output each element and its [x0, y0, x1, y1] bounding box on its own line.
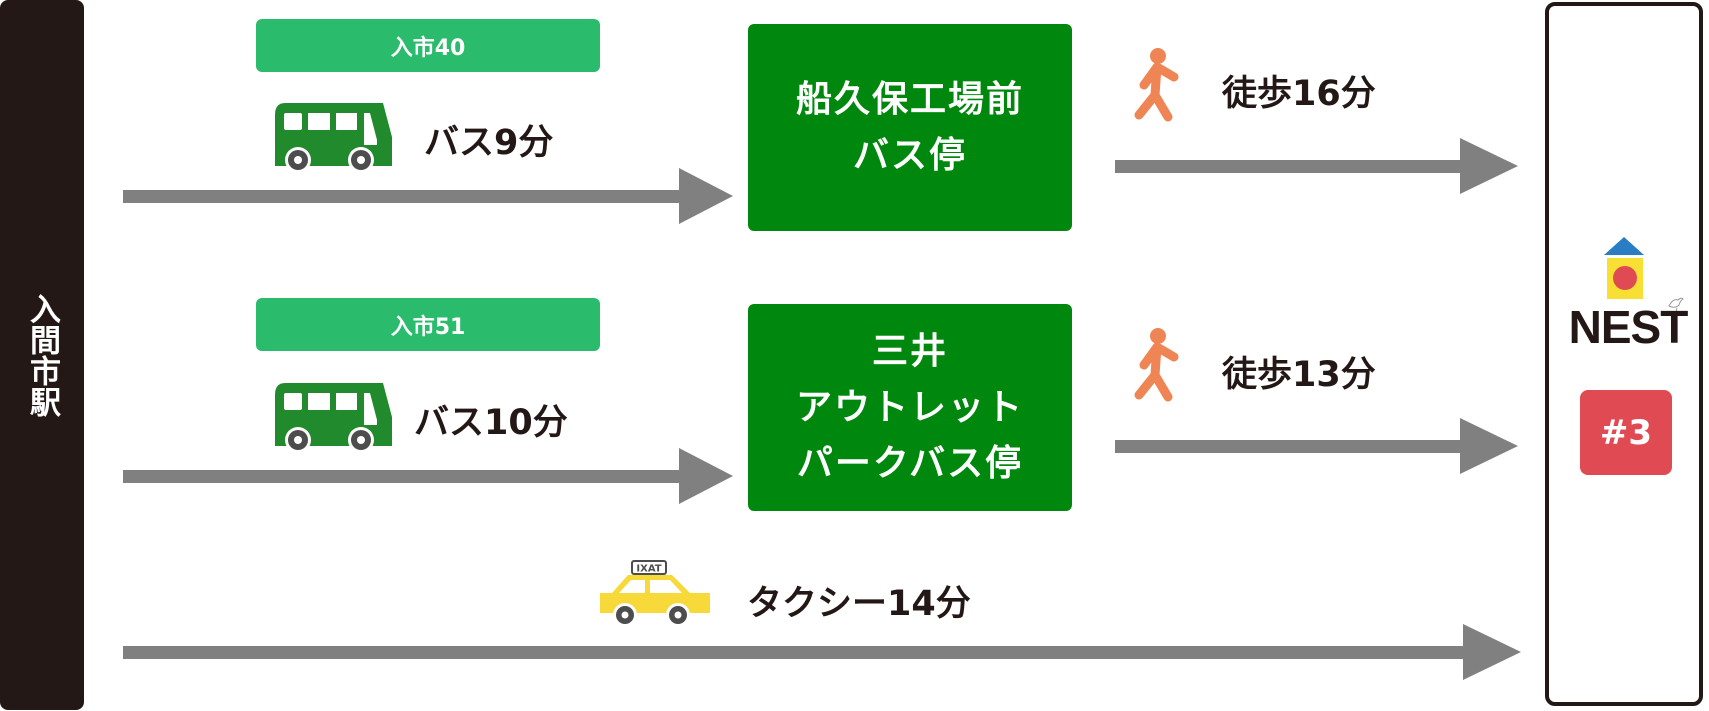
taxi-icon: IXAT — [598, 560, 713, 632]
destination-name: NEST — [1568, 301, 1689, 353]
taxi-sign-text: IXAT — [636, 564, 661, 575]
walk-time-1: 徒歩16分 — [1222, 74, 1376, 114]
route-label-1: 入市40 — [256, 19, 600, 72]
bus-time-2: バス10分 — [414, 403, 568, 443]
route-label-1-text: 入市40 — [390, 35, 466, 61]
bus-stop-2-line-1: 三井 — [871, 330, 948, 372]
arrow-origin-to-stop-1 — [123, 168, 733, 224]
bus-stop-2-line-2: アウトレット — [795, 386, 1024, 428]
arrow-stop-1-to-destination — [1115, 138, 1518, 194]
origin-station-label: 入間市駅 — [24, 293, 60, 417]
origin-station: 入間市駅 — [0, 0, 84, 710]
walking-person-icon — [1130, 327, 1186, 407]
destination-badge: #3 — [1580, 390, 1672, 475]
walking-person-icon — [1130, 47, 1186, 127]
destination-box — [1545, 2, 1703, 706]
walk-time-2: 徒歩13分 — [1222, 355, 1376, 395]
arrow-origin-to-destination-taxi — [123, 624, 1521, 680]
arrow-stop-2-to-destination — [1115, 418, 1518, 474]
route-label-2-text: 入市51 — [390, 314, 466, 340]
bus-icon — [275, 103, 393, 177]
arrow-origin-to-stop-2 — [123, 448, 733, 504]
taxi-time: タクシー14分 — [747, 584, 971, 624]
bus-stop-2: 三井 アウトレット パークバス停 — [748, 304, 1072, 511]
bus-stop-1-line-2: バス停 — [852, 134, 967, 176]
bus-stop-1: 船久保工場前 バス停 — [748, 24, 1072, 231]
bus-icon — [275, 383, 393, 457]
bus-time-1: バス9分 — [424, 123, 554, 163]
bus-stop-2-line-3: パークバス停 — [796, 442, 1024, 484]
destination-badge-text: #3 — [1599, 412, 1653, 453]
route-label-2: 入市51 — [256, 298, 600, 351]
nest-house-logo-icon — [1602, 236, 1646, 304]
bird-icon — [1665, 294, 1685, 318]
bus-stop-1-line-1: 船久保工場前 — [795, 78, 1024, 120]
